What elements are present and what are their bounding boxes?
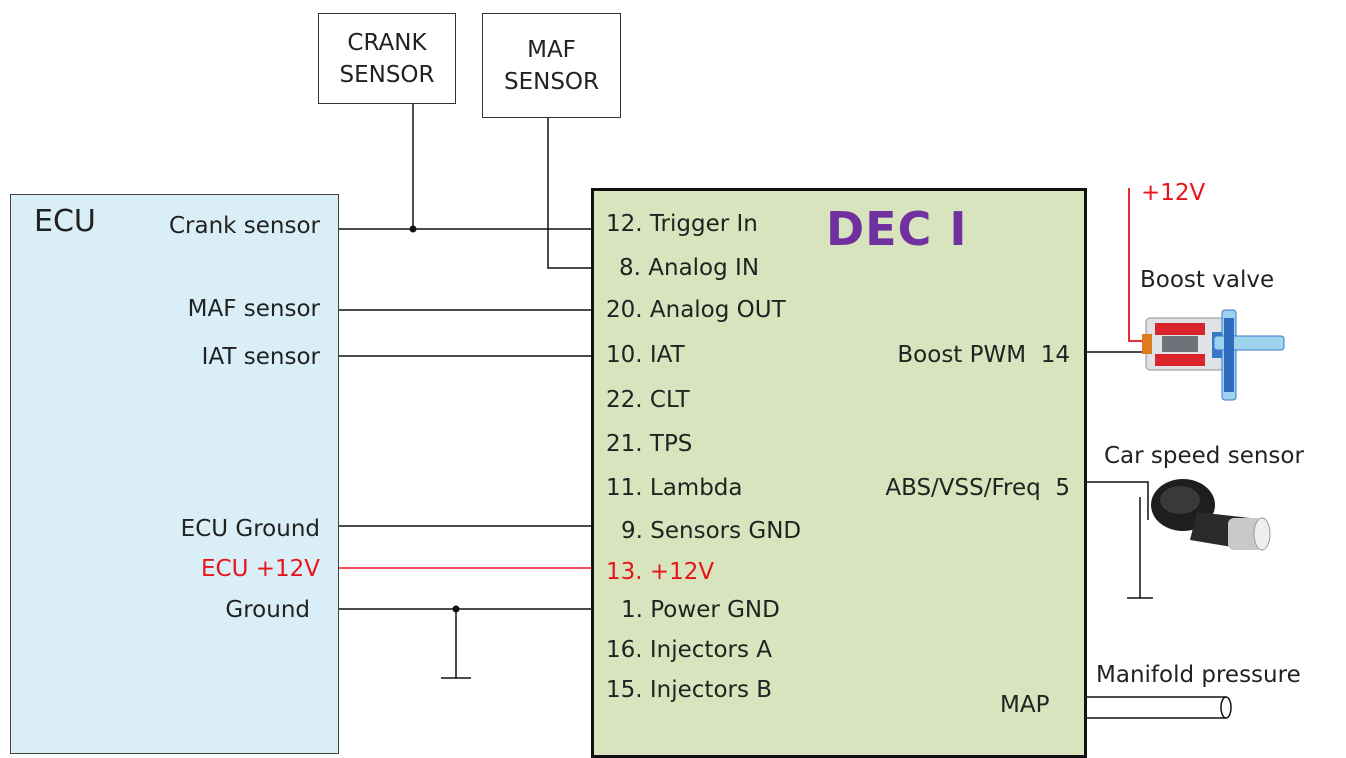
ecu-pin-ground: ECU Ground [180, 516, 320, 542]
boost-supply-label: +12V [1141, 180, 1206, 206]
junction-ground [452, 605, 460, 613]
dec-pin-lambda: 11. Lambda [606, 475, 743, 501]
manifold-pressure-hose [1087, 696, 1232, 719]
dec-pin-analog-in: 8. Analog IN [619, 255, 760, 281]
dec-title: DEC I [826, 202, 968, 256]
crank-sensor-label-line1: CRANK [347, 29, 427, 56]
maf-sensor-label-line2: SENSOR [503, 68, 600, 95]
wire-speed-sensor [1087, 481, 1149, 520]
maf-sensor-box: MAF SENSOR [482, 13, 621, 118]
junction-crank [409, 225, 417, 233]
ecu-pin-crank: Crank sensor [168, 213, 320, 239]
speed-sensor-label: Car speed sensor [1104, 443, 1304, 469]
dec-pin-injectors-b: 15. Injectors B [606, 677, 773, 703]
dec-pin-iat: 10. IAT [606, 342, 685, 368]
dec-pin-trigger-in: 12. Trigger In [606, 211, 758, 237]
ecu-pin-iat: IAT sensor [201, 344, 320, 370]
ecu-pin-power-ground: Ground [225, 597, 310, 623]
dec-out-abs-vss: ABS/VSS/Freq 5 [885, 475, 1070, 501]
crank-sensor-box: CRANK SENSOR [318, 13, 456, 104]
wiring-diagram [339, 104, 1285, 719]
wire-boost-supply [1128, 188, 1150, 342]
wire-maf [547, 118, 591, 269]
dec-out-boost-pwm: Boost PWM 14 [897, 342, 1070, 368]
speed-sensor-icon [1151, 479, 1271, 551]
dec-pin-sensors-gnd: 9. Sensors GND [621, 518, 802, 544]
dec-pin-clt: 22. CLT [606, 387, 690, 413]
boost-valve-label: Boost valve [1140, 267, 1275, 293]
ecu-pin-plus12v: ECU +12V [200, 556, 320, 582]
boost-valve-icon [1142, 309, 1285, 401]
ecu-pin-maf: MAF sensor [187, 296, 320, 322]
crank-sensor-label-line2: SENSOR [339, 61, 435, 88]
dec-pin-tps: 21. TPS [606, 431, 693, 457]
dec-pin-plus12v: 13. +12V [606, 559, 715, 585]
dec-pin-injectors-a: 16. Injectors A [606, 637, 773, 663]
dec-module [591, 188, 1087, 758]
maf-sensor-label-line1: MAF [527, 36, 576, 63]
manifold-pressure-label: Manifold pressure [1096, 662, 1301, 688]
dec-pin-power-gnd: 1. Power GND [621, 597, 780, 623]
ecu-title: ECU [34, 204, 96, 239]
dec-out-map: MAP [1000, 692, 1050, 718]
dec-pin-analog-out: 20. Analog OUT [606, 297, 786, 323]
